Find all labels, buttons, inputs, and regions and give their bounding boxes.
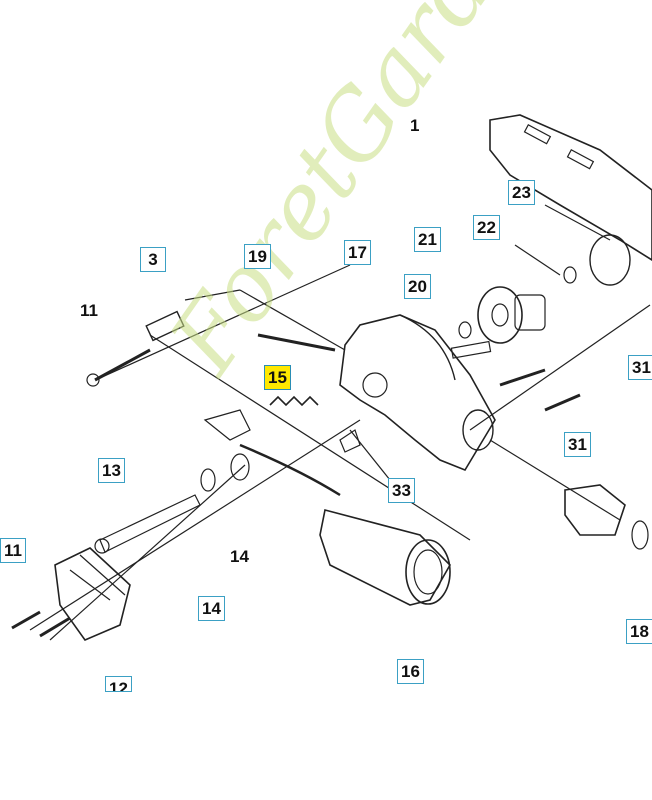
screw-11a <box>94 348 151 382</box>
washer-14b <box>230 453 250 481</box>
screw-31a <box>499 368 546 387</box>
leader-line <box>544 204 611 241</box>
bevel-gear <box>477 286 523 344</box>
leader-line <box>49 464 246 641</box>
leader-line <box>29 419 361 631</box>
housing-outlet <box>462 409 494 451</box>
callout-11a: 11 <box>80 301 98 320</box>
callout-22[interactable]: 22 <box>473 215 500 240</box>
guard-rib <box>69 554 126 601</box>
leader-line <box>349 429 391 481</box>
callout-31a[interactable]: 31 <box>628 355 652 380</box>
callout-33[interactable]: 33 <box>388 478 415 503</box>
leader-line <box>514 244 561 276</box>
gearbox-slot <box>566 149 595 170</box>
housing-flange <box>399 314 456 381</box>
callout-31b[interactable]: 31 <box>564 432 591 457</box>
bevel-gear-hub <box>491 303 509 327</box>
callout-3[interactable]: 3 <box>140 247 166 272</box>
callout-20[interactable]: 20 <box>404 274 431 299</box>
housing-bore <box>362 372 388 398</box>
screw-11b <box>11 610 41 630</box>
shaft-tube-inner <box>413 549 443 595</box>
callout-18[interactable]: 18 <box>626 619 652 644</box>
upper-gearbox <box>489 114 652 261</box>
washer-22 <box>563 266 577 284</box>
circlip <box>631 520 649 550</box>
screw-19 <box>257 333 336 352</box>
washer-14a <box>200 468 216 492</box>
callout-14a: 14 <box>230 547 249 566</box>
bolt-13-head <box>94 538 110 554</box>
callout-1: 1 <box>410 116 420 135</box>
bolt-13 <box>99 494 201 553</box>
shaft-tube-end <box>405 539 451 605</box>
clamp <box>203 409 251 441</box>
screw-11c <box>39 616 71 638</box>
callout-19[interactable]: 19 <box>244 244 271 269</box>
callout-12[interactable]: 12 <box>105 676 132 692</box>
callout-21[interactable]: 21 <box>414 227 441 252</box>
leader-line <box>184 289 241 301</box>
spring-15 <box>269 395 319 407</box>
callout-16[interactable]: 16 <box>397 659 424 684</box>
screw-11a-head <box>86 373 100 387</box>
tab-33 <box>339 429 361 453</box>
key-21 <box>450 340 492 359</box>
callout-23[interactable]: 23 <box>508 180 535 205</box>
callout-13[interactable]: 13 <box>98 458 125 483</box>
leader-line <box>149 334 471 541</box>
washer-20 <box>458 321 472 339</box>
callout-17[interactable]: 17 <box>344 240 371 265</box>
clutch-18 <box>564 484 626 536</box>
callout-11b[interactable]: 11 <box>0 538 26 563</box>
insert-3 <box>145 310 185 342</box>
gear-shaft <box>514 294 546 331</box>
gearbox-slot <box>523 124 552 145</box>
leader-line <box>99 264 351 379</box>
callout-14b[interactable]: 14 <box>198 596 225 621</box>
screw-31b <box>544 393 581 412</box>
cable <box>239 443 341 497</box>
leader-line <box>489 439 621 521</box>
callout-15-highlighted[interactable]: 15 <box>264 365 291 390</box>
leader-line <box>239 289 346 351</box>
guard-plate <box>54 547 131 641</box>
shaft-tube <box>319 509 451 606</box>
leader-line <box>469 304 651 431</box>
